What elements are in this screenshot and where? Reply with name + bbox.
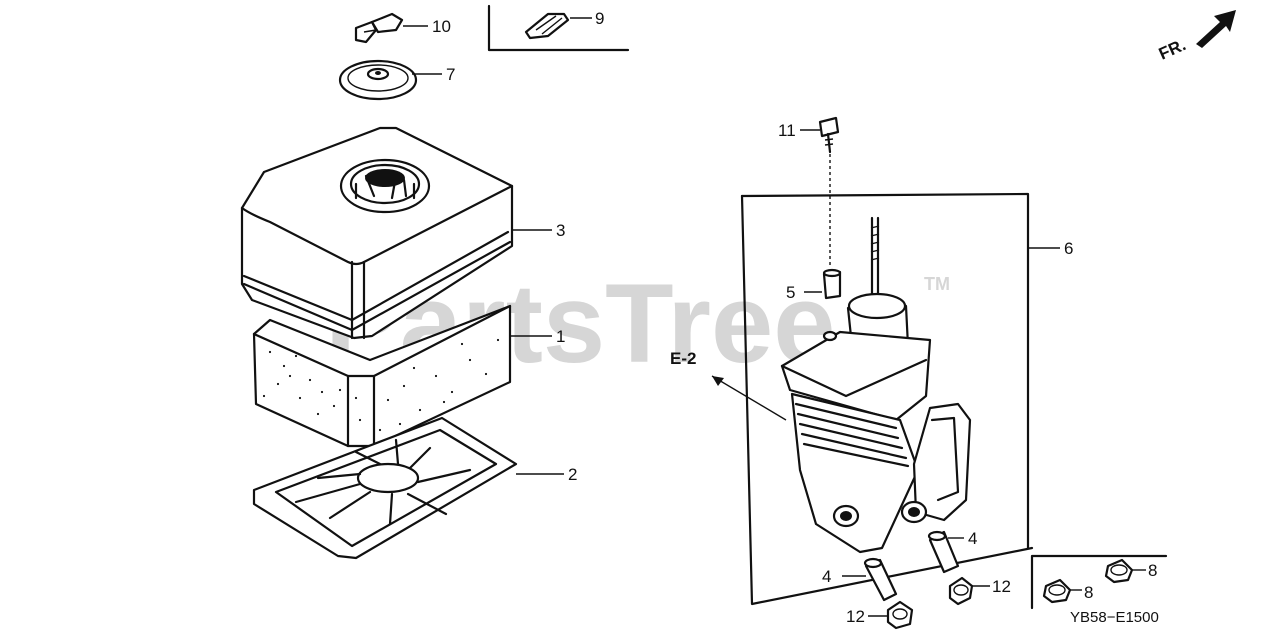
callout-5[interactable]: 5 [786, 283, 795, 302]
part-8-cap-lower[interactable] [1042, 578, 1072, 604]
arrowhead-e2 [712, 376, 724, 386]
callout-4a[interactable]: 4 [968, 529, 977, 548]
front-direction-arrow [1196, 10, 1236, 48]
callout-3[interactable]: 3 [556, 221, 565, 240]
group-box-9 [487, 4, 630, 52]
watermark-tm: TM [924, 274, 950, 294]
part-8-cap-upper[interactable] [1104, 558, 1134, 584]
part-12-plug-lower[interactable] [886, 600, 914, 630]
part-3-air-cleaner-cover[interactable] [240, 126, 514, 340]
callout-8b[interactable]: 8 [1084, 583, 1093, 602]
callout-11[interactable]: 11 [778, 121, 796, 140]
part-10-wing-nut[interactable] [354, 12, 404, 44]
part-5-collar[interactable] [822, 268, 842, 300]
callout-4b[interactable]: 4 [822, 567, 831, 586]
callout-8a[interactable]: 8 [1148, 561, 1157, 580]
part-9-clip[interactable] [524, 12, 570, 40]
part-11-bolt[interactable] [818, 116, 840, 154]
callout-10[interactable]: 10 [432, 17, 451, 36]
part-4-dowel-upper[interactable] [927, 530, 960, 574]
callout-12a[interactable]: 12 [992, 577, 1011, 596]
callout-9[interactable]: 9 [595, 9, 604, 28]
part-7-washer[interactable] [338, 59, 418, 101]
section-reference[interactable]: E-2 [670, 349, 696, 368]
assembly-bracket-6-bottom [740, 194, 1034, 606]
group-box-8 [1030, 554, 1168, 610]
part-6-elbow-case[interactable] [780, 216, 972, 554]
part-12-plug-right[interactable] [948, 576, 974, 606]
part-1-filter-element[interactable] [252, 304, 512, 448]
callout-2[interactable]: 2 [568, 465, 577, 484]
front-indicator-label: FR. [1156, 35, 1189, 63]
callout-12b[interactable]: 12 [846, 607, 865, 626]
callout-6[interactable]: 6 [1064, 239, 1073, 258]
diagram-code: YB58−E1500 [1070, 609, 1159, 626]
part-4-dowel-lower[interactable] [863, 557, 898, 602]
leader-e2 [711, 375, 787, 421]
callout-7[interactable]: 7 [446, 65, 455, 84]
assembly-bracket-6-top [740, 192, 1030, 550]
callout-1[interactable]: 1 [556, 327, 565, 346]
part-2-base-grid[interactable] [252, 416, 518, 560]
